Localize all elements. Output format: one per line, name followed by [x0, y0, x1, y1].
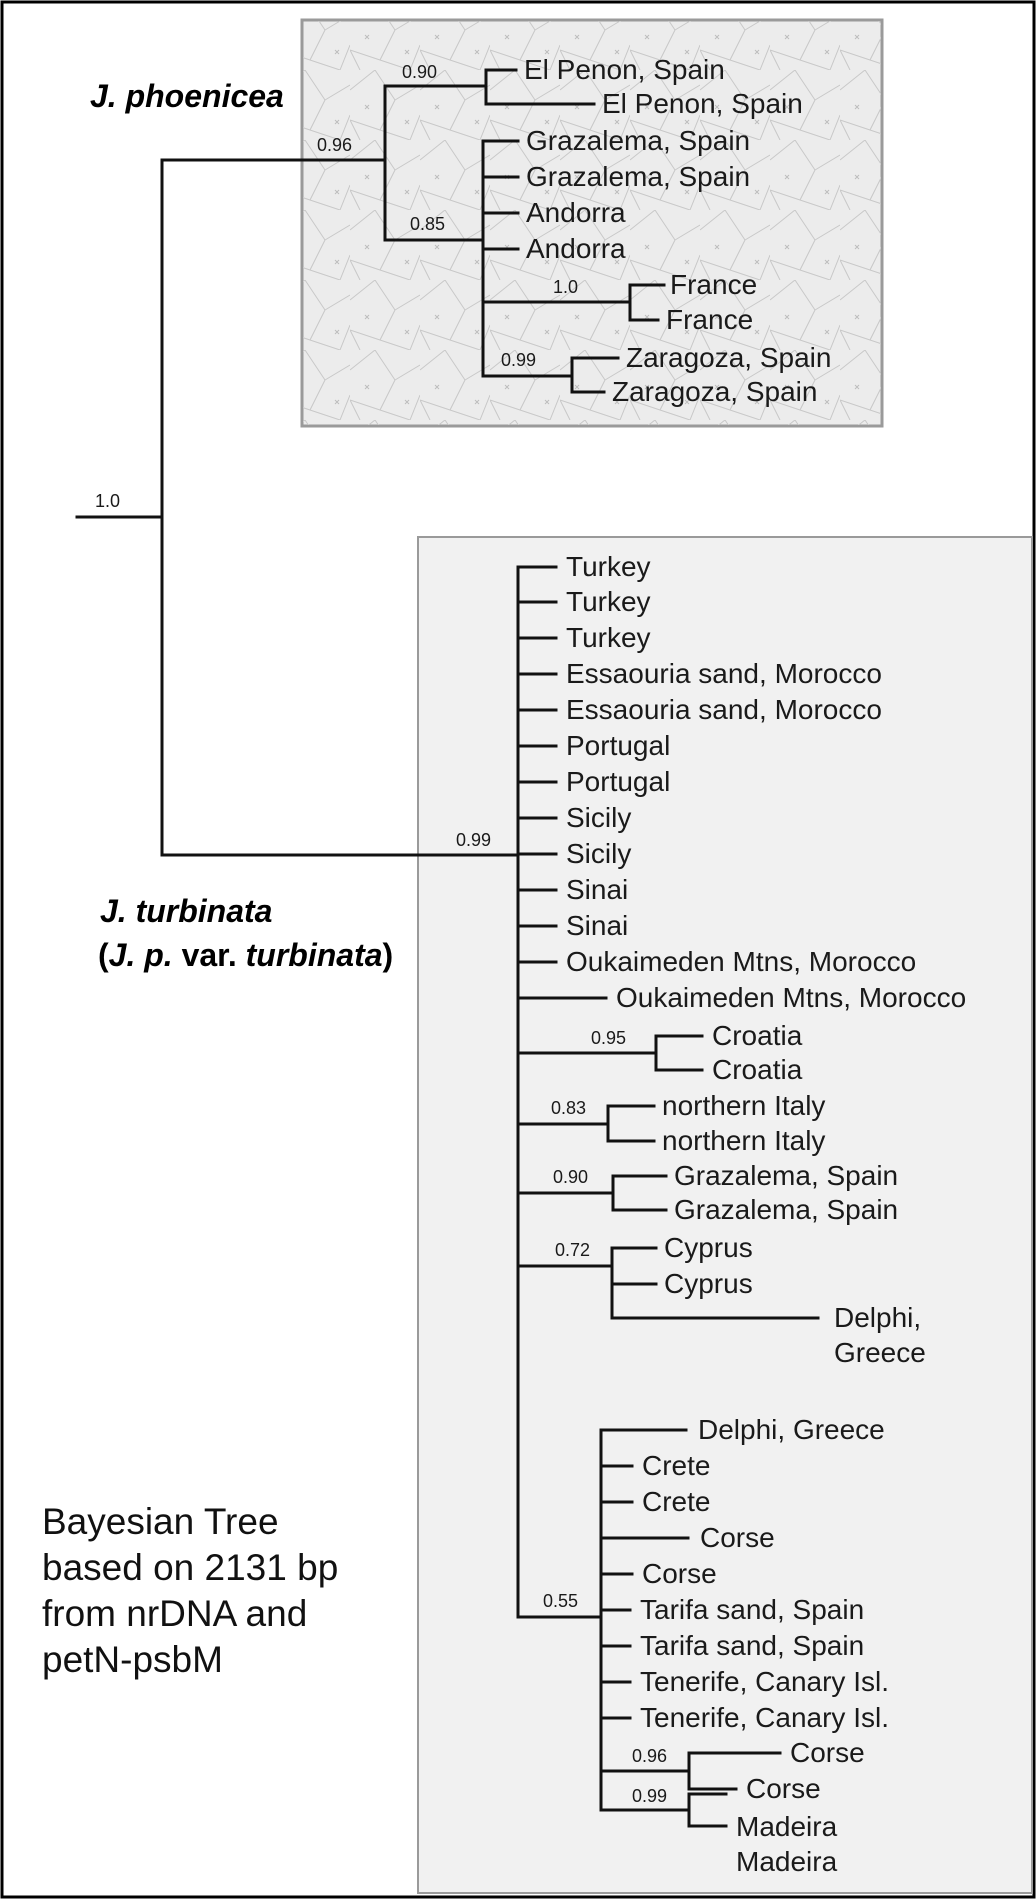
support-zaragoza: 0.99 — [501, 350, 536, 370]
leaf-sicily-1: Sicily — [566, 802, 631, 833]
support-turbinata: 0.99 — [456, 830, 491, 850]
leaf-n-italy-2: northern Italy — [662, 1125, 825, 1156]
leaf-grazalema-4: Grazalema, Spain — [674, 1194, 898, 1225]
leaf-turkey-3: Turkey — [566, 622, 651, 653]
turbinata-group-box — [417, 536, 1033, 1894]
leaf-madeira-2: Madeira — [736, 1846, 838, 1877]
leaf-grazalema-2: Grazalema, Spain — [526, 161, 750, 192]
method-note-line-1: Bayesian Tree — [42, 1501, 279, 1542]
leaf-corse-4: Corse — [746, 1773, 821, 1804]
leaf-labels: El Penon, Spain El Penon, Spain Grazalem… — [524, 54, 966, 1877]
leaf-sicily-2: Sicily — [566, 838, 631, 869]
leaf-grazalema-1: Grazalema, Spain — [526, 125, 750, 156]
leaf-zaragoza-1: Zaragoza, Spain — [626, 342, 831, 373]
clade-label-turbinata-synonym: (J. p. var. turbinata) — [98, 937, 393, 973]
support-france: 1.0 — [553, 277, 578, 297]
leaf-grazalema-3: Grazalema, Spain — [674, 1160, 898, 1191]
leaf-france-2: France — [666, 304, 753, 335]
support-phoenicea: 0.96 — [317, 135, 352, 155]
method-note-line-2: based on 2131 bp — [42, 1547, 338, 1588]
support-grazalema2: 0.90 — [553, 1167, 588, 1187]
leaf-oukaimeden-2: Oukaimeden Mtns, Morocco — [616, 982, 966, 1013]
support-n-italy: 0.83 — [551, 1098, 586, 1118]
clade-label-phoenicea: J. phoenicea — [90, 78, 284, 114]
leaf-crete-1: Crete — [642, 1450, 710, 1481]
leaf-portugal-2: Portugal — [566, 766, 670, 797]
leaf-el-penon-2: El Penon, Spain — [602, 88, 803, 119]
leaf-corse-1: Corse — [700, 1522, 775, 1553]
leaf-el-penon-1: El Penon, Spain — [524, 54, 725, 85]
support-cyprus: 0.72 — [555, 1240, 590, 1260]
leaf-essaouria-1: Essaouria sand, Morocco — [566, 658, 882, 689]
leaf-corse-3: Corse — [790, 1737, 865, 1768]
leaf-turkey-2: Turkey — [566, 586, 651, 617]
support-croatia: 0.95 — [591, 1028, 626, 1048]
method-note: Bayesian Tree based on 2131 bp from nrDN… — [42, 1501, 338, 1680]
leaf-cyprus-2: Cyprus — [664, 1268, 753, 1299]
leaf-madeira-1: Madeira — [736, 1811, 838, 1842]
leaf-corse-2: Corse — [642, 1558, 717, 1589]
leaf-essaouria-2: Essaouria sand, Morocco — [566, 694, 882, 725]
leaf-tarifa-1: Tarifa sand, Spain — [640, 1594, 864, 1625]
support-el-penon: 0.90 — [402, 62, 437, 82]
leaf-n-italy-1: northern Italy — [662, 1090, 825, 1121]
leaf-croatia-2: Croatia — [712, 1054, 803, 1085]
tree-branches — [75, 68, 820, 1828]
leaf-cyprus-1: Cyprus — [664, 1232, 753, 1263]
method-note-line-4: petN-psbM — [42, 1639, 223, 1680]
clade-label-turbinata: J. turbinata — [100, 893, 272, 929]
support-corse: 0.96 — [632, 1746, 667, 1766]
leaf-portugal-1: Portugal — [566, 730, 670, 761]
leaf-andorra-1: Andorra — [526, 197, 626, 228]
leaf-delphi-1a: Delphi, — [834, 1302, 921, 1333]
leaf-sinai-2: Sinai — [566, 910, 628, 941]
method-note-line-3: from nrDNA and — [42, 1593, 307, 1634]
leaf-oukaimeden-1: Oukaimeden Mtns, Morocco — [566, 946, 916, 977]
support-values: 1.0 0.96 0.90 0.85 1.0 0.99 0.99 0.95 0.… — [95, 62, 667, 1806]
leaf-tenerife-1: Tenerife, Canary Isl. — [640, 1666, 889, 1697]
leaf-croatia-1: Croatia — [712, 1020, 803, 1051]
leaf-sinai-1: Sinai — [566, 874, 628, 905]
leaf-tarifa-2: Tarifa sand, Spain — [640, 1630, 864, 1661]
leaf-delphi-2: Delphi, Greece — [698, 1414, 885, 1445]
leaf-zaragoza-2: Zaragoza, Spain — [612, 376, 817, 407]
support-delphi-crete: 0.55 — [543, 1591, 578, 1611]
support-madeira: 0.99 — [632, 1786, 667, 1806]
leaf-crete-2: Crete — [642, 1486, 710, 1517]
leaf-tenerife-2: Tenerife, Canary Isl. — [640, 1702, 889, 1733]
leaf-france-1: France — [670, 269, 757, 300]
leaf-andorra-2: Andorra — [526, 233, 626, 264]
support-root: 1.0 — [95, 491, 120, 511]
leaf-delphi-1b: Greece — [834, 1337, 926, 1368]
leaf-turkey-1: Turkey — [566, 551, 651, 582]
support-phoen-sub: 0.85 — [410, 214, 445, 234]
